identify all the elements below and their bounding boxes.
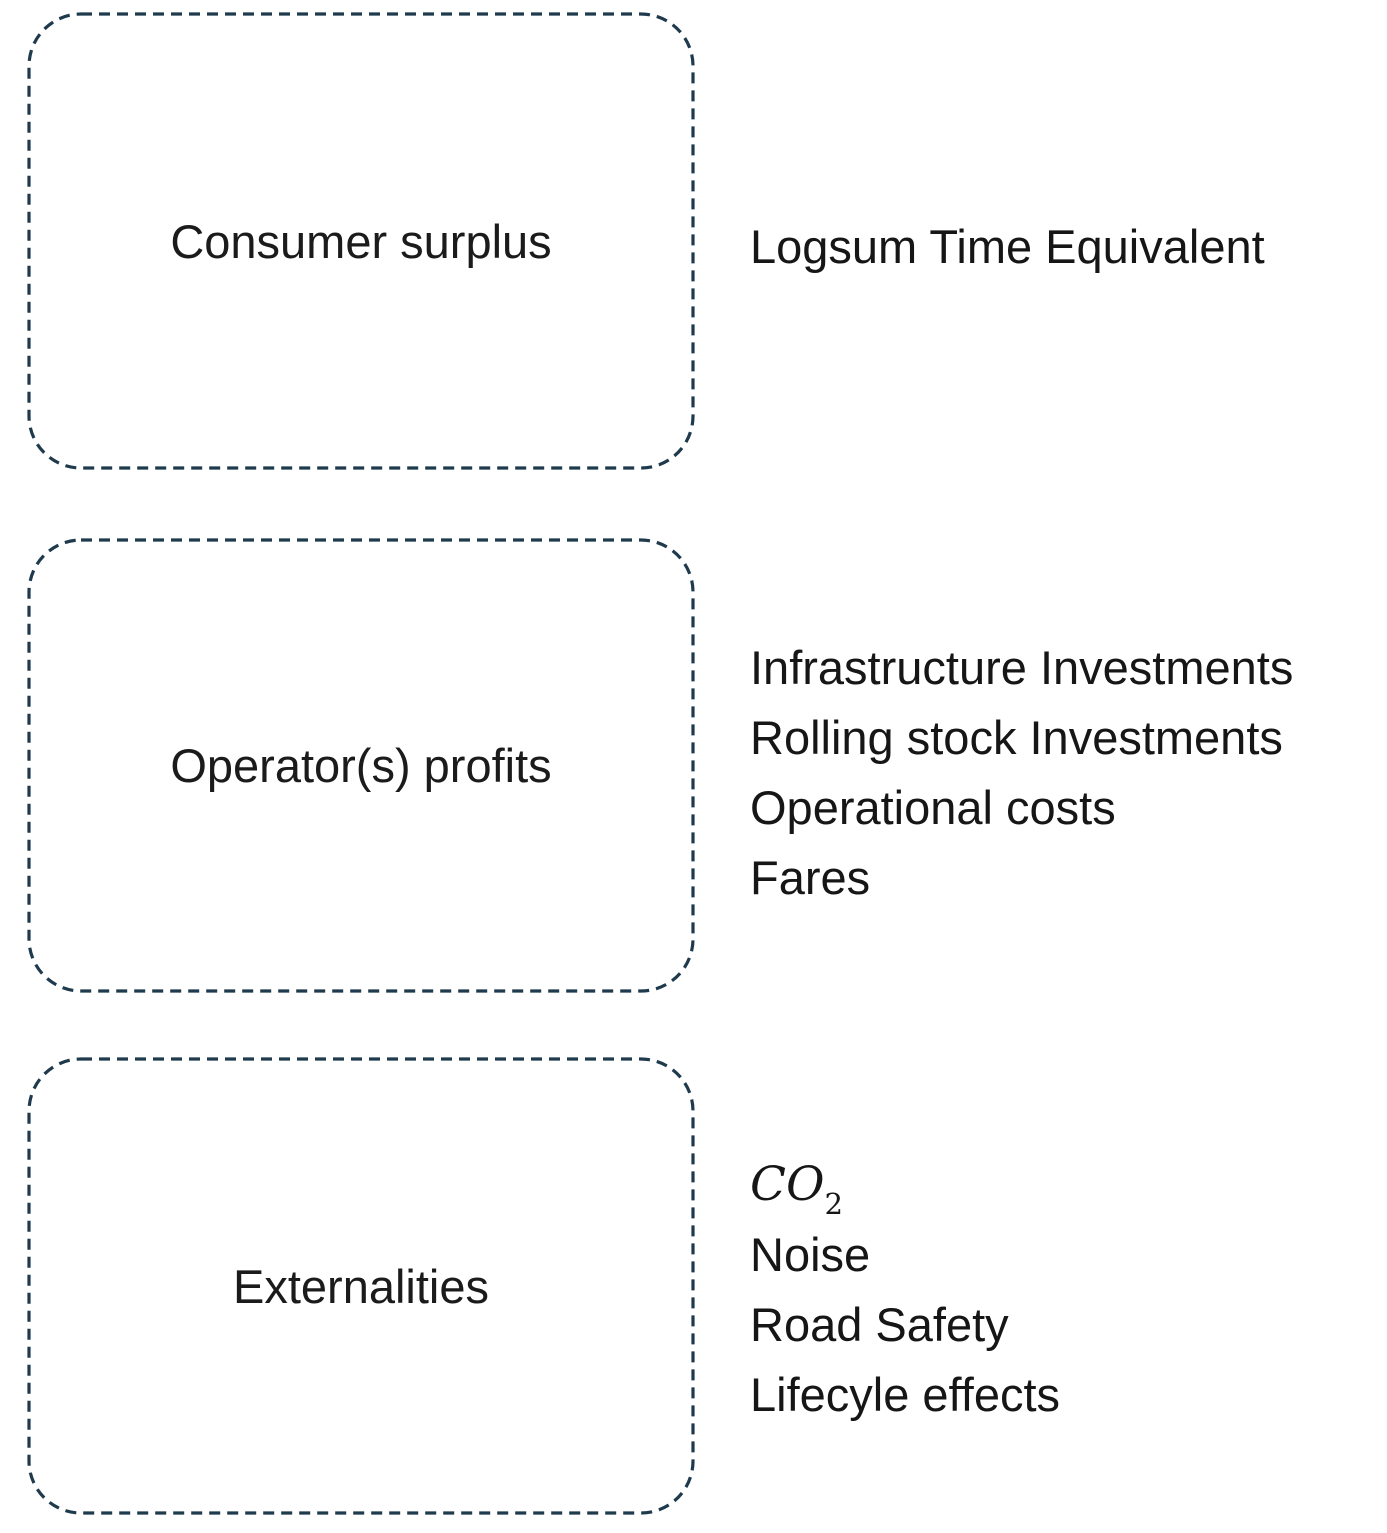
externalities-items: CO2 Noise Road Safety Lifecyle effects — [750, 1150, 1060, 1430]
dashed-border — [27, 538, 695, 993]
externalities-box: Externalities — [27, 1057, 695, 1515]
item-logsum-time-equivalent: Logsum Time Equivalent — [750, 220, 1265, 273]
dashed-border — [27, 12, 695, 470]
item-infrastructure-investments: Infrastructure Investments — [750, 641, 1294, 694]
item-operational-costs: Operational costs — [750, 781, 1116, 834]
operator-profits-box: Operator(s) profits — [27, 538, 695, 993]
externalities-label: Externalities — [233, 1259, 489, 1313]
co2-base: CO — [750, 1157, 825, 1212]
item-lifecyle-effects: Lifecyle effects — [750, 1368, 1061, 1421]
dashed-border — [27, 1057, 695, 1515]
operator-profits-items: Infrastructure Investments Rolling stock… — [750, 633, 1293, 913]
consumer-surplus-items: Logsum Time Equivalent — [750, 212, 1265, 282]
item-co2: CO2 — [750, 1150, 1060, 1220]
operator-profits-label: Operator(s) profits — [170, 739, 552, 792]
consumer-surplus-label: Consumer surplus — [170, 214, 552, 268]
consumer-surplus-box: Consumer surplus — [27, 12, 695, 470]
item-road-safety: Road Safety — [750, 1298, 1009, 1351]
co2-subscript: 2 — [824, 1186, 844, 1221]
item-fares: Fares — [750, 851, 871, 904]
item-noise: Noise — [750, 1228, 871, 1281]
item-rolling-stock-investments: Rolling stock Investments — [750, 711, 1283, 764]
